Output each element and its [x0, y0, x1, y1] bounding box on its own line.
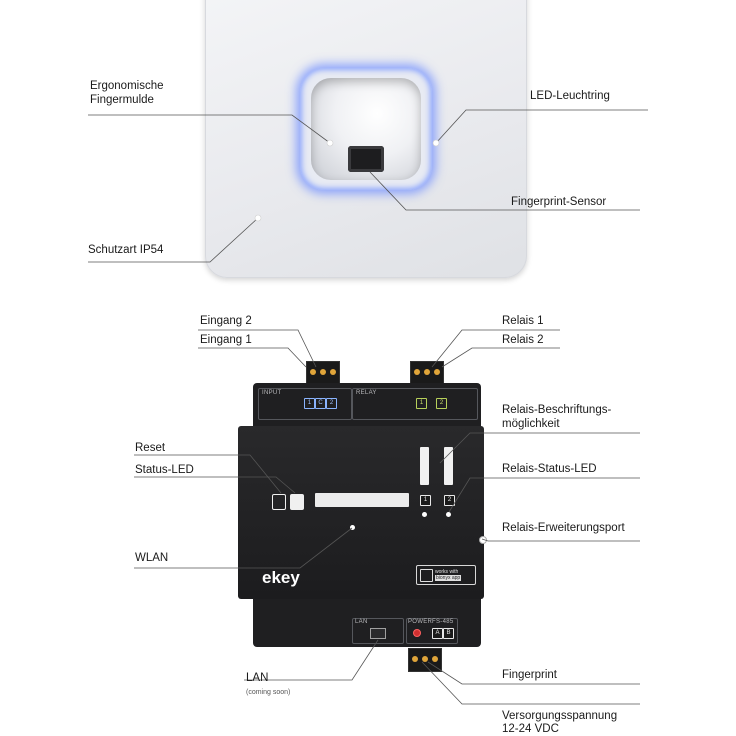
terminal-pin: [424, 369, 430, 375]
power-label: POWER: [408, 619, 433, 625]
relay-number-2: 2: [444, 495, 455, 506]
input-button-c: C: [315, 398, 326, 409]
terminal-pin: [330, 369, 336, 375]
display-strip: [315, 493, 409, 507]
callout-relais-1: Relais 1: [502, 315, 544, 327]
unit-bottom-section: [253, 599, 481, 647]
input-button-1: 1: [304, 398, 315, 409]
relay-number-1: 1: [420, 495, 431, 506]
terminal-pin: [422, 656, 428, 662]
relay-label-slot-2: [444, 447, 453, 485]
unit-top-section: [253, 383, 481, 426]
callout-fingerprint: Fingerprint: [502, 669, 557, 681]
terminal-pin: [432, 656, 438, 662]
callout-lan: LAN: [246, 672, 269, 684]
callout-eingang-2: Eingang 2: [200, 315, 252, 327]
bottom-terminal: [408, 648, 442, 672]
app-badge-line1: works with: [435, 569, 459, 575]
power-bus-panel: [406, 618, 458, 644]
lan-port: [370, 628, 386, 639]
callout-relais-status-led: Relais-Status-LED: [502, 463, 597, 475]
relay-status-led-1: [422, 512, 427, 517]
fingerprint-sensor: [348, 146, 384, 172]
terminal-pin: [310, 369, 316, 375]
callout-status-led: Status-LED: [135, 464, 194, 476]
callout-fingermulde-line2: Fingermulde: [90, 94, 154, 106]
callout-beschriftung-line1: Relais-Beschriftungs-: [502, 404, 612, 416]
relay-panel-label: RELAY: [356, 390, 377, 396]
callout-beschriftung-line2: möglichkeit: [502, 418, 560, 430]
callout-led-ring: LED-Leuchtring: [530, 90, 610, 102]
input-panel-label: INPUT: [262, 390, 282, 396]
callout-versorgung-line2: 12-24 VDC: [502, 723, 559, 735]
wlan-indicator: [350, 525, 355, 530]
bus-button-b: B: [443, 628, 454, 639]
input-panel: [258, 388, 352, 420]
callout-erweiterungsport: Relais-Erweiterungsport: [502, 522, 625, 534]
callout-relais-2: Relais 2: [502, 334, 544, 346]
relay-terminal: [410, 361, 444, 385]
input-button-2: 2: [326, 398, 337, 409]
callout-lan-note: (coming soon): [246, 689, 291, 696]
lan-panel-label: LAN: [355, 619, 368, 625]
callout-wlan: WLAN: [135, 552, 169, 564]
input-terminal: [306, 361, 340, 385]
callout-eingang-1: Eingang 1: [200, 334, 252, 346]
relay-expansion-port: [479, 536, 487, 544]
terminal-pin: [412, 656, 418, 662]
terminal-pin: [434, 369, 440, 375]
app-icon: [420, 569, 433, 582]
brand-logo: ekey: [262, 568, 300, 587]
relay-button-2: 2: [436, 398, 447, 409]
terminal-pin: [320, 369, 326, 375]
relay-button-1: 1: [416, 398, 427, 409]
relay-label-slot-1: [420, 447, 429, 485]
bus-button-a: A: [432, 628, 443, 639]
callout-versorgung-line1: Versorgungsspannung: [502, 710, 618, 722]
reset-icon: [272, 494, 286, 510]
callout-sensor: Fingerprint-Sensor: [511, 196, 607, 208]
status-led-icon: [290, 494, 304, 510]
app-badge: works with bionyx app: [416, 565, 476, 585]
app-badge-line2: bionyx app: [435, 575, 462, 581]
callout-fingermulde-line1: Ergonomische: [90, 80, 164, 92]
bus-label: FS-485: [432, 619, 454, 625]
terminal-pin: [414, 369, 420, 375]
callout-ip-rating: Schutzart IP54: [88, 244, 164, 256]
power-led: [413, 629, 421, 637]
relay-panel: [352, 388, 478, 420]
callout-reset: Reset: [135, 442, 166, 454]
relay-status-led-2: [446, 512, 451, 517]
